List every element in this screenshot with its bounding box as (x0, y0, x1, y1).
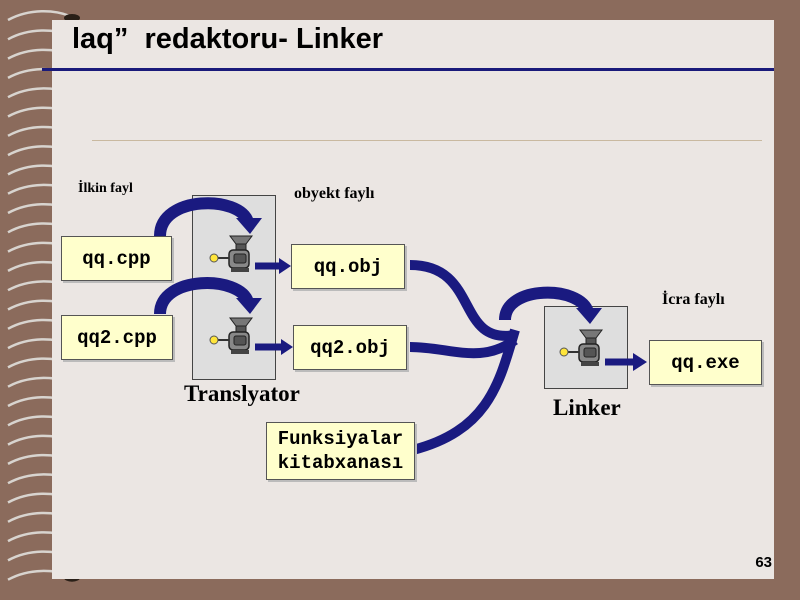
library-line-2: kitabxanası (277, 452, 404, 474)
library-line-1: Funksiyalar (277, 428, 404, 450)
object-file-qq2-obj: qq2.obj (293, 325, 407, 370)
object-file-qq-obj: qq.obj (291, 244, 405, 289)
linker-panel (544, 306, 628, 389)
function-library: Funksiyalar kitabxanası (266, 422, 415, 480)
source-file-qq2-cpp: qq2.cpp (61, 315, 173, 360)
linker-label: Linker (553, 395, 621, 420)
translator-panel (192, 195, 276, 380)
source-file-label: İlkin fayl (78, 181, 133, 196)
title-underline (42, 68, 774, 71)
exec-file-label: İcra faylı (662, 291, 725, 308)
slide-title: laq” redaktoru- Linker (72, 23, 384, 55)
divider-line (92, 140, 762, 141)
source-file-qq-cpp: qq.cpp (61, 236, 172, 281)
exec-file-qq-exe: qq.exe (649, 340, 762, 385)
object-file-label: obyekt faylı (294, 185, 375, 202)
translator-label: Translyator (184, 381, 300, 406)
slide-number: 63 (755, 554, 772, 571)
